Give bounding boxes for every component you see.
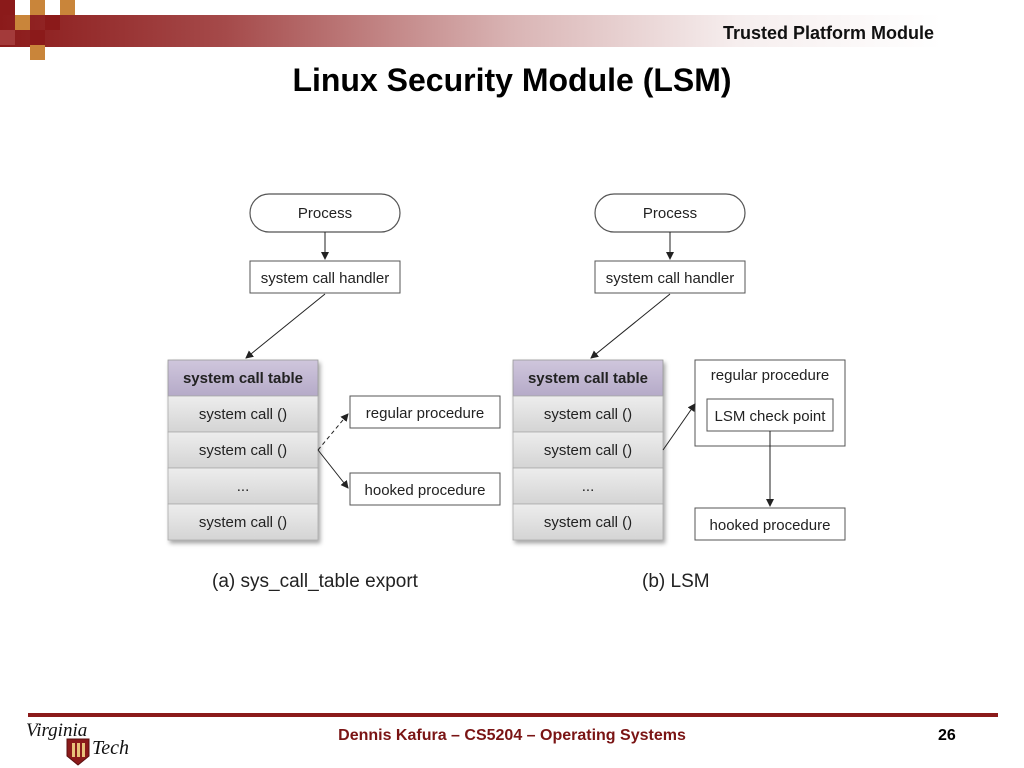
regular-procedure-node [349, 395, 501, 429]
caption-b: (b) LSM [642, 571, 710, 592]
slide-title: Linux Security Module (LSM) [292, 62, 732, 98]
logo-text: Tech [92, 737, 130, 759]
hooked-procedure-node [694, 507, 846, 541]
virginia-tech-logo: Virginia Tech [26, 720, 136, 766]
table-row-label: system call () [199, 406, 287, 423]
hooked-procedure-node [349, 472, 501, 506]
arrow [662, 403, 696, 451]
handler-label: system call handler [606, 270, 734, 287]
regular-procedure-label: regular procedure [711, 367, 829, 384]
handler-node [249, 260, 401, 294]
logo-square [30, 0, 45, 15]
process-label: Process [643, 205, 697, 222]
syscall-table [512, 359, 664, 541]
logo-square [60, 0, 75, 15]
caption-a: (a) sys_call_table export [212, 571, 418, 592]
table-row [512, 467, 664, 505]
handler-label: system call handler [261, 270, 389, 287]
logo-square [30, 30, 45, 45]
arrow [245, 293, 326, 359]
table-header [512, 359, 664, 397]
logo-text: Virginia [26, 720, 88, 741]
hooked-procedure-label: hooked procedure [710, 517, 831, 534]
syscall-table [167, 359, 319, 541]
footer-divider [28, 713, 998, 717]
table-row-label: ... [237, 478, 250, 495]
logo-square [0, 30, 15, 45]
logo-square [45, 15, 60, 30]
header-band [0, 15, 1024, 47]
lsm-diagram: Process system call handler system call … [167, 193, 846, 541]
table-row [512, 395, 664, 433]
handler-node [594, 260, 746, 294]
table-row [512, 503, 664, 541]
table-row [167, 467, 319, 505]
process-label: Process [298, 205, 352, 222]
page-number: 26 [938, 727, 956, 744]
table-row-label: system call () [544, 514, 632, 531]
table-header-label: system call table [528, 370, 648, 387]
table-row-label: system call () [544, 406, 632, 423]
vt-emblem-icon [66, 738, 90, 766]
header-title: Trusted Platform Module [722, 23, 934, 43]
arrow [317, 449, 349, 489]
lsm-checkpoint-label: LSM check point [715, 408, 827, 425]
table-row [167, 503, 319, 541]
regular-procedure-label: regular procedure [366, 405, 484, 422]
table-row [167, 431, 319, 469]
diagram-b: Process system call handler system call … [512, 193, 846, 541]
diagram-a: Process system call handler system call … [167, 193, 501, 541]
table-row-label: system call () [199, 442, 287, 459]
arrow [590, 293, 671, 359]
table-row-label: ... [582, 478, 595, 495]
logo-square [15, 15, 30, 30]
logo-square [0, 0, 15, 15]
hooked-procedure-label: hooked procedure [365, 482, 486, 499]
table-row-label: system call () [199, 514, 287, 531]
table-row-label: system call () [544, 442, 632, 459]
lsm-checkpoint-node [706, 398, 834, 432]
logo-square [30, 45, 45, 60]
table-row [512, 431, 664, 469]
dashed-arrow [317, 413, 349, 451]
table-header-label: system call table [183, 370, 303, 387]
footer-text: Dennis Kafura – CS5204 – Operating Syste… [338, 727, 686, 744]
